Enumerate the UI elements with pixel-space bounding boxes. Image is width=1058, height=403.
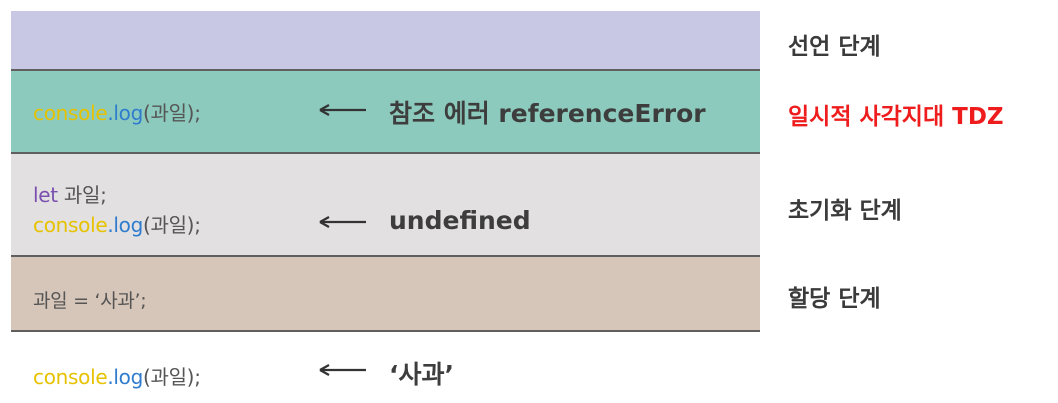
console-keyword: console [33, 101, 108, 125]
reference-error-note: 참조 에러 referenceError [389, 99, 706, 128]
tdz-band [11, 71, 760, 154]
apple-value-note: ‘사과’ [389, 360, 454, 389]
initialization-band [11, 154, 760, 257]
log-method: .log [107, 213, 143, 237]
log-method: .log [107, 101, 143, 125]
initialization-phase-label: 초기화 단계 [788, 198, 902, 224]
assignment-band [11, 257, 760, 332]
call-args: (과일); [142, 213, 201, 237]
declaration-band [11, 11, 760, 71]
call-args: (과일); [142, 101, 201, 125]
after-console-log-line: console.log(과일); [33, 361, 201, 390]
console-keyword: console [33, 213, 108, 237]
undefined-note: undefined [389, 206, 531, 235]
console-keyword: console [33, 365, 108, 389]
log-method: .log [107, 365, 143, 389]
left-arrow-icon [318, 102, 368, 118]
variable-name: 과일; [57, 183, 107, 207]
left-arrow-icon [318, 214, 368, 230]
tdz-label: 일시적 사각지대 TDZ [788, 104, 1004, 130]
let-keyword: let [33, 183, 58, 207]
tdz-console-log-line: console.log(과일); [33, 97, 201, 126]
left-arrow-icon [318, 362, 368, 378]
let-declaration-line: let 과일; [33, 179, 107, 208]
init-console-log-line: console.log(과일); [33, 209, 201, 238]
call-args: (과일); [142, 365, 201, 389]
declaration-phase-label: 선언 단계 [788, 34, 881, 60]
assignment-phase-label: 할당 단계 [788, 286, 881, 312]
assignment-line: 과일 = ‘사과’; [33, 290, 147, 312]
